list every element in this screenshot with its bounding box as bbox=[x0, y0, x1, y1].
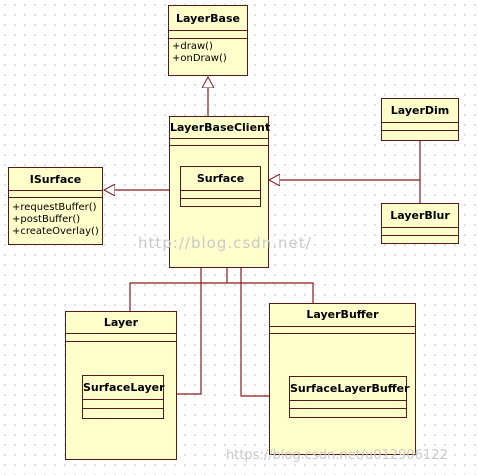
class-layerbaseclient-name: LayerBaseClient bbox=[170, 121, 271, 134]
class-layerbase-operations: +draw() +onDraw() bbox=[172, 41, 245, 65]
class-surfacelayer-name: SurfaceLayer bbox=[83, 381, 165, 394]
class-layerbase-name: LayerBase bbox=[176, 12, 240, 25]
generalization-layerbuffer-to-client bbox=[227, 282, 314, 303]
class-layerblur-name: LayerBlur bbox=[390, 209, 450, 222]
class-surface-name: Surface bbox=[196, 172, 245, 185]
operation-postbuffer: +postBuffer() bbox=[12, 214, 81, 225]
class-layerbase[interactable]: LayerBase +draw() +onDraw() bbox=[168, 5, 248, 76]
class-isurface-operations: +requestBuffer() +postBuffer() +createOv… bbox=[12, 202, 100, 238]
operation-draw: +draw() bbox=[172, 41, 213, 52]
class-layerbaseclient[interactable]: LayerBaseClient Surface bbox=[169, 116, 271, 268]
class-isurface[interactable]: ISurface +requestBuffer() +postBuffer() … bbox=[8, 167, 103, 245]
class-surfacelayer[interactable]: SurfaceLayer bbox=[82, 375, 165, 419]
operation-createoverlay: +createOverlay() bbox=[12, 226, 99, 237]
class-surfacelayerbuffer[interactable]: SurfaceLayerBuffer bbox=[289, 376, 410, 418]
class-surface[interactable]: Surface bbox=[180, 166, 261, 207]
class-layer-name: Layer bbox=[103, 316, 139, 329]
class-isurface-name: ISurface bbox=[29, 173, 82, 186]
class-layerdim[interactable]: LayerDim bbox=[381, 98, 459, 141]
class-layerdim-name: LayerDim bbox=[390, 104, 450, 117]
operation-ondraw: +onDraw() bbox=[172, 53, 227, 64]
generalization-layer-to-client bbox=[129, 282, 227, 311]
class-layerbuffer[interactable]: LayerBuffer SurfaceLayerBuffer bbox=[269, 303, 416, 455]
class-layerbuffer-name: LayerBuffer bbox=[306, 308, 379, 321]
operation-requestbuffer: +requestBuffer() bbox=[12, 202, 97, 213]
class-surfacelayerbuffer-name: SurfaceLayerBuffer bbox=[290, 382, 410, 395]
class-layerblur[interactable]: LayerBlur bbox=[381, 203, 459, 244]
class-layer[interactable]: Layer SurfaceLayer bbox=[65, 311, 177, 460]
